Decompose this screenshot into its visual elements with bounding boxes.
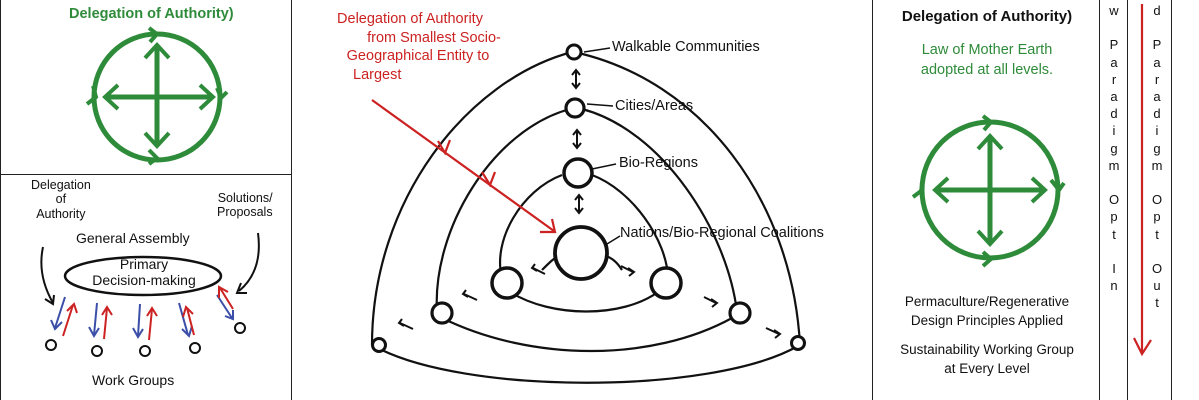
column-letter: a xyxy=(1110,89,1118,105)
node-walkable-left xyxy=(371,337,387,353)
column-letter: u xyxy=(1153,278,1161,294)
permaculture-label: Permaculture/Regenerative Design Princip… xyxy=(904,294,1070,328)
node-walkable-top xyxy=(565,43,583,61)
assembly-diagram xyxy=(40,232,260,357)
law-label: Law of Mother Earth adopted at all level… xyxy=(920,42,1054,78)
column-letter: g xyxy=(1153,140,1161,156)
level-nodes xyxy=(371,43,806,353)
delegation-arrow xyxy=(40,246,54,304)
nested-levels-diagram xyxy=(370,43,806,384)
node-cities-right xyxy=(728,301,752,325)
work-groups-label: Work Groups xyxy=(92,372,175,388)
red-delegation-arrow xyxy=(371,99,557,234)
delegation-label: Delegation of Authority xyxy=(31,178,91,221)
level-outlines xyxy=(370,50,802,384)
label-walkable: Walkable Communities xyxy=(612,39,760,55)
column-letter: t xyxy=(1155,295,1159,311)
solutions-arrow xyxy=(238,232,260,292)
right-panel: Delegation of Authority) Law of Mother E… xyxy=(872,0,1100,400)
column-letter: n xyxy=(1110,278,1118,294)
column-letter: r xyxy=(1154,71,1160,87)
column-letter: i xyxy=(1112,123,1116,139)
column-letter xyxy=(1112,174,1116,191)
column-letter xyxy=(1112,19,1116,36)
cross-circle-icon-right xyxy=(911,114,1066,268)
red-arrows xyxy=(62,285,234,341)
column-letter: m xyxy=(1151,157,1163,173)
right-edge-panel xyxy=(1171,0,1199,400)
solutions-label: Solutions/ Proposals xyxy=(217,191,273,220)
column-letter: t xyxy=(1155,226,1159,242)
column-letter: a xyxy=(1153,54,1161,70)
column-letter xyxy=(1155,174,1159,191)
column-letter: w xyxy=(1109,3,1119,18)
column-letter: i xyxy=(1155,123,1159,139)
column-letter: O xyxy=(1108,192,1120,208)
label-nations: Nations/Bio-Regional Coalitions xyxy=(620,225,824,241)
column-letter: O xyxy=(1151,192,1163,208)
cross-circle-icon xyxy=(85,26,229,166)
column-letter xyxy=(1155,243,1159,260)
column-letter: P xyxy=(1152,37,1162,53)
work-group-circles xyxy=(45,322,246,357)
column-letter: a xyxy=(1110,54,1118,70)
column-letter: m xyxy=(1108,157,1120,173)
column-letter: d xyxy=(1153,106,1161,122)
column-letter xyxy=(1112,243,1116,260)
double-arrows xyxy=(397,68,782,339)
general-assembly-label: General Assembly xyxy=(76,230,190,246)
node-nation xyxy=(553,225,609,281)
label-pointers xyxy=(583,47,621,245)
node-bioregion-top xyxy=(562,157,594,189)
column-letter xyxy=(1155,19,1159,36)
column-letter: d xyxy=(1153,3,1161,18)
column-letter: t xyxy=(1112,226,1116,242)
label-bioregions: Bio-Regions xyxy=(619,155,698,171)
decision-ellipse xyxy=(63,255,223,297)
center-panel: Delegation of Authority from Smallest So… xyxy=(292,0,872,400)
top-left-panel: Delegation of Authority) xyxy=(0,0,292,175)
node-cities-left xyxy=(430,301,454,325)
node-bioregion-right xyxy=(649,266,683,300)
bottom-left-panel: Delegation of Authority Solutions/ Propo… xyxy=(0,175,292,400)
node-walkable-right xyxy=(790,335,806,351)
column-letter: a xyxy=(1153,89,1161,105)
column-letter: O xyxy=(1151,261,1163,277)
red-caption: Delegation of Authority from Smallest So… xyxy=(337,11,501,83)
column-letter: g xyxy=(1110,140,1118,156)
column-letter: P xyxy=(1109,37,1119,53)
column-letter: r xyxy=(1111,71,1117,87)
right-title: Delegation of Authority) xyxy=(901,8,1073,25)
column-letter: d xyxy=(1110,106,1118,122)
column-letter: I xyxy=(1112,261,1116,277)
sustainability-label: Sustainability Working Group at Every Le… xyxy=(900,342,1074,376)
top-left-title: Delegation of Authority) xyxy=(69,6,234,22)
node-cities-top xyxy=(564,97,586,119)
opt-out-arrow-icon xyxy=(1133,4,1152,357)
primary-decision-label: Primary Decision-making xyxy=(92,256,196,289)
node-bioregion-left xyxy=(490,266,524,300)
column-letter: p xyxy=(1153,209,1161,225)
column-letter: p xyxy=(1110,209,1118,225)
blue-arrows xyxy=(50,294,234,339)
label-cities: Cities/Areas xyxy=(615,98,694,114)
